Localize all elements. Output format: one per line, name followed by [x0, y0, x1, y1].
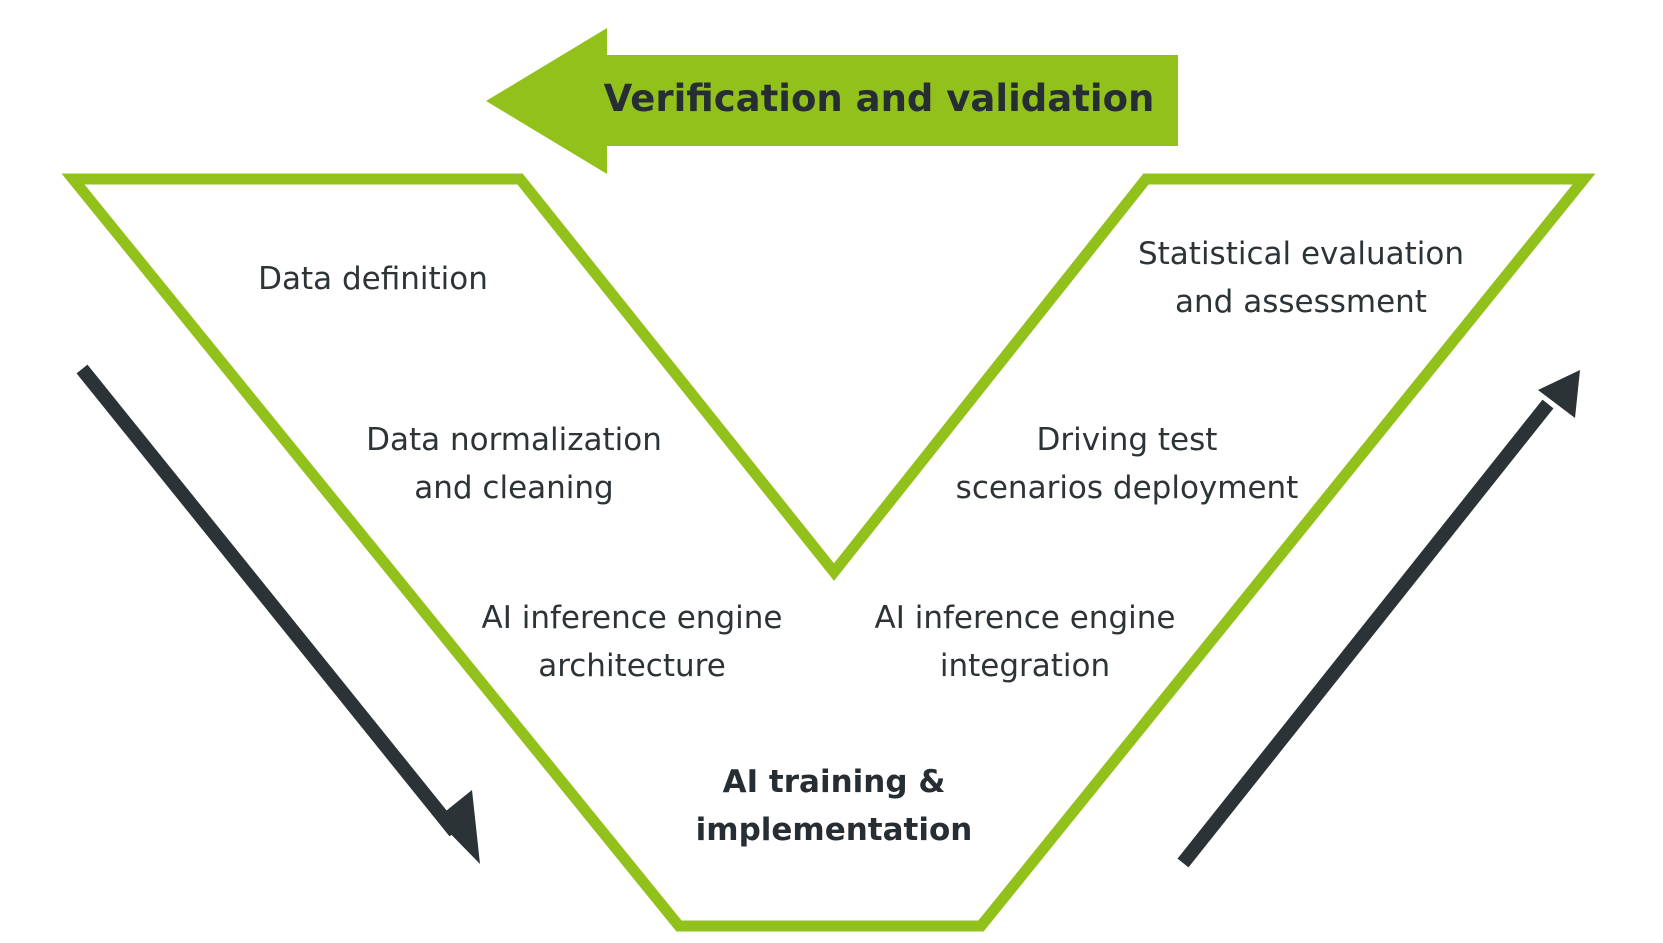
- label-ai-training: AI training & implementation: [695, 764, 973, 848]
- label-data-definition: Data definition: [258, 261, 488, 297]
- arrow-down-right-shaft: [76, 364, 461, 837]
- v-shape-outline: [61, 173, 1596, 932]
- label-inference-architecture: AI inference engine architecture: [481, 600, 783, 684]
- label-statistical-evaluation: Statistical evaluation and assessment: [1137, 236, 1465, 320]
- banner-arrow-left-icon: [486, 28, 1178, 174]
- arrow-down-right-icon: [436, 790, 480, 864]
- arrow-up-right-icon: [1538, 370, 1580, 418]
- arrow-up-right-shaft: [1177, 399, 1554, 868]
- label-inference-integration: AI inference engine integration: [874, 600, 1176, 684]
- label-data-normalization: Data normalization and cleaning: [366, 422, 662, 506]
- banner-title: Verification and validation: [603, 77, 1155, 120]
- label-driving-test: Driving test scenarios deployment: [955, 422, 1299, 506]
